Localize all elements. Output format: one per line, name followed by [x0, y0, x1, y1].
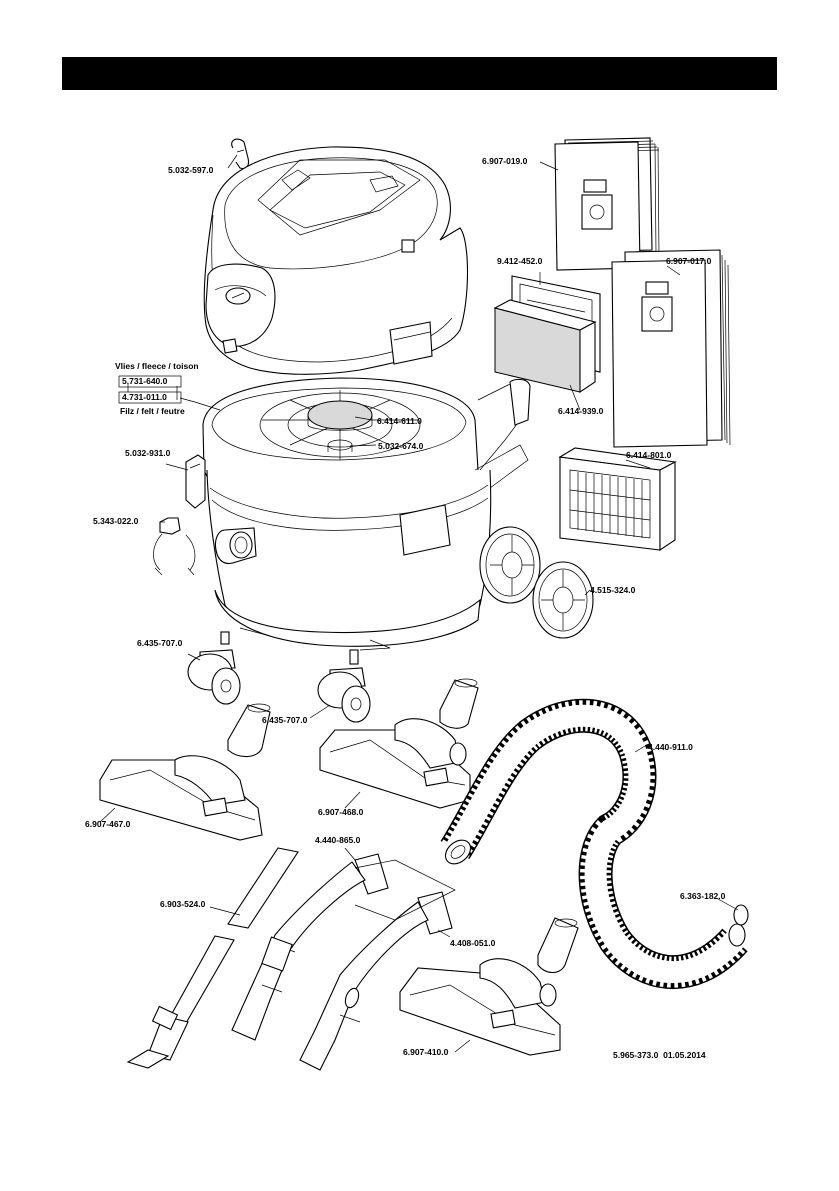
vlies-part-box [118, 375, 182, 388]
label-doc-number: 5.965-373.0 01.05.2014 [613, 1050, 706, 1060]
flat-filter [558, 447, 677, 552]
rear-wheel-mounted [479, 526, 541, 604]
label-suction-hose: 4.440-911.0 [648, 742, 693, 752]
label-bag-pack-1: 6.907-019.0 [482, 156, 528, 166]
label-clip: 5.032-597.0 [168, 165, 214, 175]
label-hose-clip: 5.343-022.0 [93, 516, 139, 526]
floor-nozzle-2 [319, 678, 479, 809]
label-rear-wheel: 4.515-324.0 [590, 585, 636, 595]
castor-left [187, 631, 241, 705]
floor-nozzle-1 [99, 703, 271, 841]
label-filz-part: 4.731-011.0 [122, 392, 167, 402]
label-disc-filter: 6.414-611.0 [377, 416, 422, 426]
filter-bag-pack-2 [611, 249, 731, 448]
hose-clip [153, 517, 196, 576]
label-nozzle-1: 6.907-467.0 [85, 819, 131, 829]
container [202, 377, 531, 651]
label-filter-frame: 9.412-452.0 [497, 256, 543, 266]
label-nozzle-3: 6.907-410.0 [403, 1047, 449, 1057]
handle-2 [299, 891, 453, 1071]
floor-nozzle-3 [399, 917, 579, 1056]
filz-part-box [118, 391, 182, 404]
label-filz-text: Filz / felt / feutre [120, 406, 185, 416]
label-o-ring: 6.363-182.0 [680, 891, 726, 901]
rear-wheel [532, 561, 594, 639]
label-sponge-filter: 6.414-939.0 [558, 406, 604, 416]
label-vlies-part: 5.731-640.0 [122, 376, 168, 386]
label-vlies-text: Vlies / fleece / toison [115, 361, 199, 371]
label-bag-pack-2: 6.907-017.0 [666, 256, 712, 266]
disc-filter [307, 400, 373, 431]
handle-1 [231, 853, 389, 1041]
filter-bag-pack-1 [554, 137, 660, 271]
o-ring [733, 904, 749, 926]
label-castor-2: 6.435-707.0 [262, 715, 308, 725]
label-basket-part: 5.032-674.0 [378, 441, 424, 451]
label-flat-filter: 6.414-801.0 [626, 450, 672, 460]
header-bar [62, 57, 777, 90]
label-latch-clip: 5.032-931.0 [125, 448, 171, 458]
suction-hose [440, 698, 748, 990]
label-handle-1: 4.440-865.0 [315, 835, 361, 845]
leader-lines [99, 154, 739, 1053]
clip-part [231, 138, 250, 170]
label-nozzle-2: 6.907-468.0 [318, 807, 364, 817]
castor-right [317, 649, 371, 723]
latch-clip [185, 454, 206, 509]
extension-tube [126, 847, 299, 1069]
label-castor-1: 6.435-707.0 [137, 638, 183, 648]
sponge-filter [493, 299, 597, 394]
label-extension-tube: 6.903-524.0 [160, 899, 206, 909]
motor-head [203, 146, 468, 375]
label-handle-2: 4.408-051.0 [450, 938, 496, 948]
